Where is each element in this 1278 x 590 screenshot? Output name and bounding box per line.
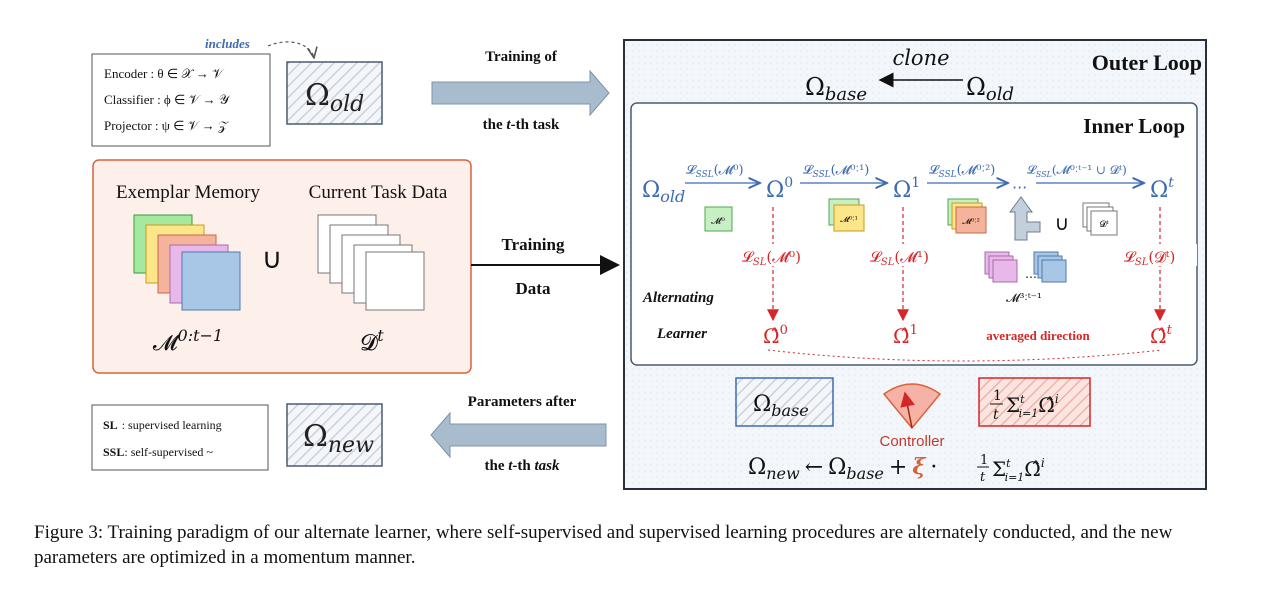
parameters-after-line2: the t-th task xyxy=(484,458,560,474)
chip-dt: 𝓓ᵗ xyxy=(1082,202,1118,236)
sl-loss-1: 𝓛SL(𝓜¹) xyxy=(870,248,929,268)
training-data-line2: Data xyxy=(516,279,551,298)
ssl-loss-1: 𝓛SSL(𝓜⁰) xyxy=(686,163,744,180)
encoder-line: Encoder : θ ∈ 𝒳 → 𝒱 xyxy=(104,66,225,81)
memory-range-label: 𝓜³˸ᵗ⁻¹ xyxy=(1006,291,1042,305)
training-data-panel: Exemplar Memory Current Task Data ∪ 𝓜0:t… xyxy=(92,159,472,374)
node-omega-1: Ω1 xyxy=(893,175,920,203)
memory-range-stack-icon xyxy=(984,251,1067,283)
chip-m0-2: 𝓜⁰˸² xyxy=(947,198,987,234)
omega-old-box: Ωold xyxy=(286,61,383,125)
omega-base-box: Ωbase xyxy=(735,377,834,427)
svg-text:1: 1 xyxy=(980,453,988,468)
update-rule: Ωnew←Ωbase+ξ· xyxy=(748,454,937,483)
svg-text:𝓜⁰: 𝓜⁰ xyxy=(711,217,725,227)
hat-omega-t: Ω̂t xyxy=(1150,323,1173,348)
memory-label: 𝓜0:t−1 xyxy=(153,326,223,356)
svg-text:1: 1 xyxy=(993,388,1002,404)
svg-text:Σti=1Ω̂i: Σti=1Ω̂i xyxy=(992,456,1045,484)
sl-loss-0: 𝓛SL(𝓜⁰) xyxy=(742,248,801,268)
memory-range-dots: … xyxy=(1025,267,1037,281)
projector-line: Projector : ψ ∈ 𝒱 → 𝒵 xyxy=(104,118,229,133)
node-omega-t: Ωt xyxy=(1150,175,1174,203)
svg-text:Ωnew: Ωnew xyxy=(303,419,374,458)
averaged-direction-label: averaged direction xyxy=(986,328,1090,343)
sl-loss-t: 𝓛SL(𝓓ᵗ) xyxy=(1124,248,1175,268)
clone-label: clone xyxy=(892,46,949,70)
svg-text:t: t xyxy=(980,470,986,485)
ssl-loss-3: 𝓛SSL(𝓜⁰˸²) xyxy=(929,163,995,180)
data-label: 𝓓t xyxy=(360,326,384,356)
abbreviation-box: SL: supervised learning SSL: self-superv… xyxy=(91,404,269,471)
training-of-task-arrow: Training of the t-th task xyxy=(431,49,610,133)
controller-gauge-icon xyxy=(882,383,942,430)
figure-caption: Figure 3: Training paradigm of our alter… xyxy=(34,522,1173,568)
classifier-line: Classifier : ϕ ∈ 𝒱 → 𝒴 xyxy=(104,92,230,107)
training-data-line1: Training xyxy=(502,235,565,254)
includes-label: includes xyxy=(205,36,250,51)
hat-omega-1: Ω̂1 xyxy=(893,323,918,348)
includes-curve xyxy=(267,41,314,58)
outer-omega-old: Ωold xyxy=(966,73,1014,105)
training-paradigm-diagram: Encoder : θ ∈ 𝒳 → 𝒱 Classifier : ϕ ∈ 𝒱 →… xyxy=(91,36,1207,490)
current-task-data-stack-icon xyxy=(317,214,425,311)
inner-loop-panel: Inner Loop Ωold Ω0 Ω1 ··· Ωt 𝓛SSL(𝓜⁰) 𝓛S… xyxy=(630,102,1198,366)
current-task-data-title: Current Task Data xyxy=(309,182,448,203)
svg-text:𝓜⁰˸²: 𝓜⁰˸² xyxy=(962,217,980,226)
training-data-arrow: Training Data xyxy=(471,235,620,298)
exemplar-memory-title: Exemplar Memory xyxy=(116,182,261,203)
node-omega-0: Ω0 xyxy=(766,175,793,203)
node-omega-old: Ωold xyxy=(642,178,685,206)
svg-text:Ωold: Ωold xyxy=(305,78,364,117)
controller-label: Controller xyxy=(879,433,944,450)
exemplar-memory-stack-icon xyxy=(133,214,241,311)
svg-text:t: t xyxy=(993,407,999,423)
node-ellipsis: ··· xyxy=(1012,178,1027,197)
alternating-label: Alternating xyxy=(642,290,714,306)
svg-text:𝓜⁰˸¹: 𝓜⁰˸¹ xyxy=(840,215,858,224)
svg-text:Σti=1Ω̂i: Σti=1Ω̂i xyxy=(1006,392,1059,420)
omega-new-box: Ωnew xyxy=(286,403,383,467)
parameters-after-line1: Parameters after xyxy=(468,394,577,410)
chip-union-symbol: ∪ xyxy=(1055,211,1070,235)
data-union-symbol: ∪ xyxy=(262,242,283,275)
outer-loop-title: Outer Loop xyxy=(1092,50,1202,75)
parameters-after-arrow: Parameters after the t-th task xyxy=(430,394,607,474)
svg-text:𝓓ᵗ: 𝓓ᵗ xyxy=(1099,220,1109,230)
training-of-line2: the t-th task xyxy=(483,117,560,133)
ssl-definition: SSL: self-supervised ~ xyxy=(103,445,213,459)
chip-m0: 𝓜⁰ xyxy=(704,206,733,232)
sl-definition: SL: supervised learning xyxy=(103,418,222,432)
inner-loop-title: Inner Loop xyxy=(1083,114,1185,138)
hat-omega-0: Ω̂0 xyxy=(763,323,788,348)
learner-label: Learner xyxy=(656,326,707,342)
chip-m0-1: 𝓜⁰˸¹ xyxy=(828,198,865,232)
ssl-loss-2: 𝓛SSL(𝓜⁰˸¹) xyxy=(803,163,869,180)
merge-up-arrow-icon xyxy=(1009,196,1041,241)
svg-text:Ωbase: Ωbase xyxy=(753,392,809,420)
ssl-loss-4: 𝓛SSL(𝓜⁰˸ᵗ⁻¹ ∪ 𝓓ᵗ) xyxy=(1027,163,1127,179)
component-legend-box: Encoder : θ ∈ 𝒳 → 𝒱 Classifier : ϕ ∈ 𝒱 →… xyxy=(91,53,271,147)
averaged-brace xyxy=(767,349,1163,362)
training-of-line1: Training of xyxy=(485,49,558,65)
outer-omega-base: Ωbase xyxy=(805,73,867,105)
